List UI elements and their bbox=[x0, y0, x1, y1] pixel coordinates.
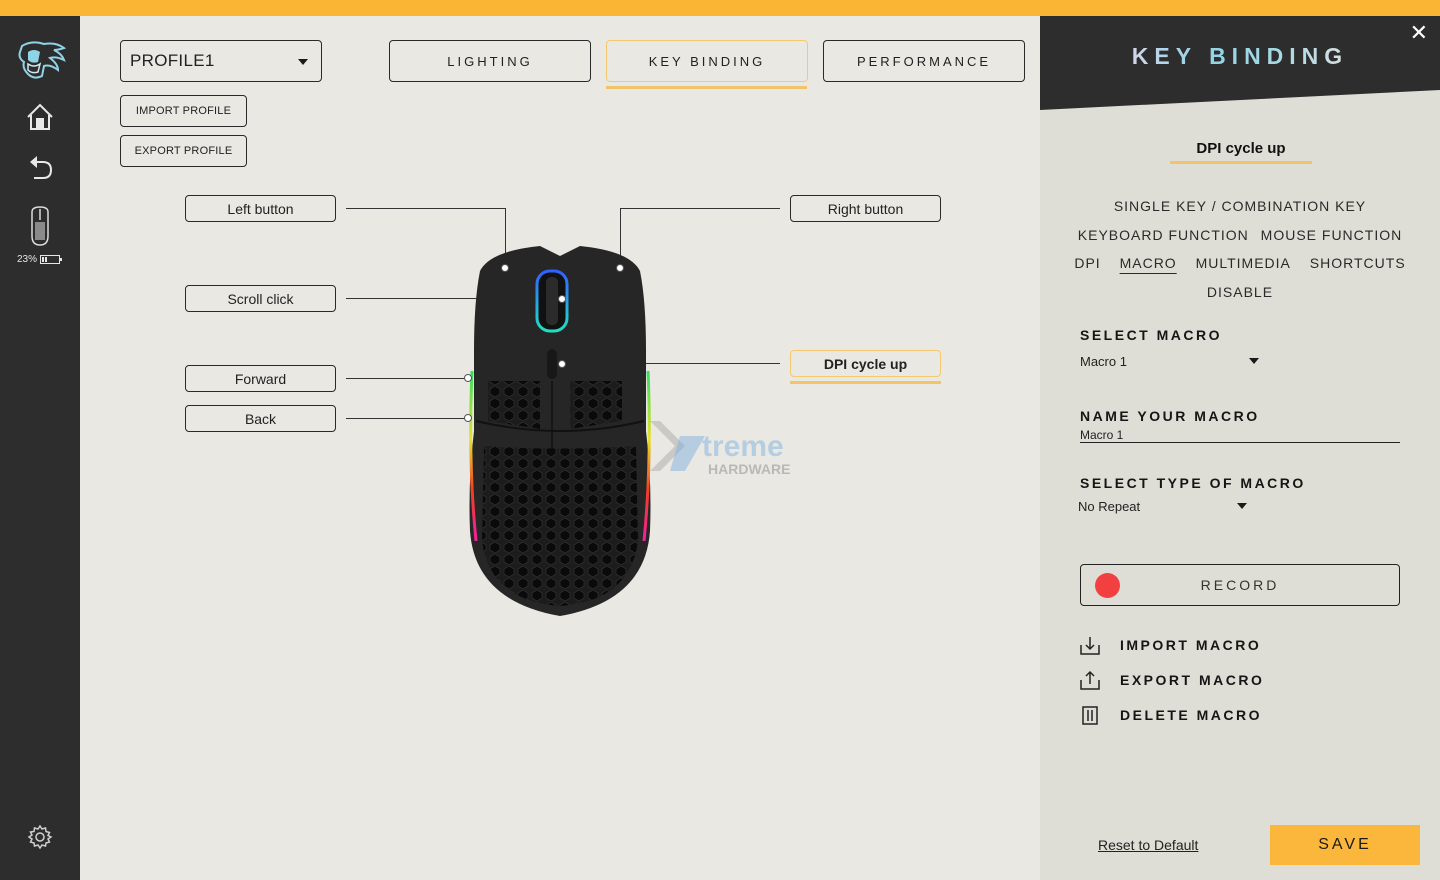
macro-name-input[interactable] bbox=[1080, 427, 1400, 443]
category-mouse-function[interactable]: MOUSE FUNCTION bbox=[1260, 226, 1403, 243]
category-single-key[interactable]: SINGLE KEY / COMBINATION KEY bbox=[1113, 198, 1367, 214]
select-macro-value: Macro 1 bbox=[1080, 354, 1127, 369]
key-binding-panel: KEY BINDING ✕ DPI cycle up SINGLE KEY / … bbox=[1040, 16, 1440, 880]
chevron-down-icon bbox=[298, 59, 308, 65]
category-disable[interactable]: DISABLE bbox=[1206, 283, 1274, 300]
chevron-down-icon bbox=[1249, 358, 1259, 364]
connector-line bbox=[562, 363, 780, 364]
watermark-logo: treme HARDWARE bbox=[650, 416, 810, 481]
main-area: PROFILE1 IMPORT PROFILE EXPORT PROFILE L… bbox=[80, 16, 1040, 880]
mouse-illustration bbox=[464, 246, 651, 616]
profile-dropdown[interactable]: PROFILE1 bbox=[120, 40, 322, 82]
connector-line bbox=[505, 208, 506, 268]
forward-button-label[interactable]: Forward bbox=[185, 365, 336, 392]
tab-key-binding[interactable]: KEY BINDING bbox=[606, 40, 808, 82]
connector-line bbox=[620, 208, 780, 209]
category-multimedia[interactable]: MULTIMEDIA bbox=[1195, 255, 1291, 271]
macro-type-label: SELECT TYPE OF MACRO bbox=[1080, 475, 1306, 491]
connector-line bbox=[346, 378, 468, 379]
sidebar: 23% bbox=[0, 16, 80, 880]
close-icon[interactable]: ✕ bbox=[1409, 20, 1428, 45]
svg-text:HARDWARE: HARDWARE bbox=[708, 461, 790, 476]
export-icon bbox=[1080, 670, 1100, 690]
left-button-label[interactable]: Left button bbox=[185, 195, 336, 222]
export-macro-button[interactable]: EXPORT MACRO bbox=[1080, 670, 1264, 690]
home-icon[interactable] bbox=[25, 102, 55, 132]
right-button-label[interactable]: Right button bbox=[790, 195, 941, 222]
category-macro[interactable]: MACRO bbox=[1119, 255, 1177, 271]
record-dot-icon bbox=[1095, 573, 1120, 598]
battery-percent: 23% bbox=[17, 254, 38, 265]
category-dpi[interactable]: DPI bbox=[1074, 255, 1101, 271]
panel-header-bg bbox=[1040, 16, 1440, 110]
macro-type-value: No Repeat bbox=[1078, 499, 1141, 514]
delete-macro-button[interactable]: DELETE MACRO bbox=[1080, 705, 1262, 725]
connector-line bbox=[620, 208, 621, 268]
active-tab-indicator bbox=[606, 86, 807, 89]
select-macro-label: SELECT MACRO bbox=[1080, 327, 1222, 343]
battery-icon bbox=[40, 255, 63, 264]
import-macro-button[interactable]: IMPORT MACRO bbox=[1080, 635, 1261, 655]
record-button[interactable]: RECORD bbox=[1080, 564, 1400, 606]
save-button[interactable]: SAVE bbox=[1270, 825, 1420, 865]
panel-title: KEY BINDING bbox=[1040, 43, 1440, 70]
tab-lighting[interactable]: LIGHTING bbox=[389, 40, 591, 82]
chevron-down-icon bbox=[1237, 503, 1247, 509]
reset-to-default-link[interactable]: Reset to Default bbox=[1098, 837, 1199, 853]
connector-line bbox=[346, 208, 506, 209]
selected-binding-name: DPI cycle up bbox=[1170, 140, 1312, 164]
dpi-active-indicator bbox=[790, 381, 941, 384]
name-macro-label: NAME YOUR MACRO bbox=[1080, 408, 1260, 424]
connector-line bbox=[346, 418, 468, 419]
mouse-device-icon[interactable] bbox=[28, 206, 52, 246]
scroll-click-label[interactable]: Scroll click bbox=[185, 285, 336, 312]
binding-categories: SINGLE KEY / COMBINATION KEY KEYBOARD FU… bbox=[1040, 192, 1440, 306]
import-profile-button[interactable]: IMPORT PROFILE bbox=[120, 95, 247, 127]
battery-status: 23% bbox=[17, 254, 63, 265]
category-shortcuts[interactable]: SHORTCUTS bbox=[1309, 255, 1406, 271]
brand-logo-icon[interactable] bbox=[14, 38, 66, 82]
tab-performance[interactable]: PERFORMANCE bbox=[823, 40, 1025, 82]
profile-selected: PROFILE1 bbox=[130, 51, 215, 70]
trash-icon bbox=[1082, 706, 1098, 725]
connector-line bbox=[346, 298, 562, 299]
dpi-cycle-up-label[interactable]: DPI cycle up bbox=[790, 350, 941, 377]
back-icon[interactable] bbox=[26, 154, 54, 182]
settings-gear-icon[interactable] bbox=[27, 824, 53, 850]
import-icon bbox=[1080, 637, 1100, 655]
back-button-label[interactable]: Back bbox=[185, 405, 336, 432]
top-accent-bar bbox=[0, 0, 1440, 16]
svg-text:treme: treme bbox=[702, 430, 784, 463]
record-label: RECORD bbox=[1200, 577, 1280, 593]
category-keyboard-function[interactable]: KEYBOARD FUNCTION bbox=[1077, 226, 1249, 243]
export-profile-button[interactable]: EXPORT PROFILE bbox=[120, 135, 247, 167]
